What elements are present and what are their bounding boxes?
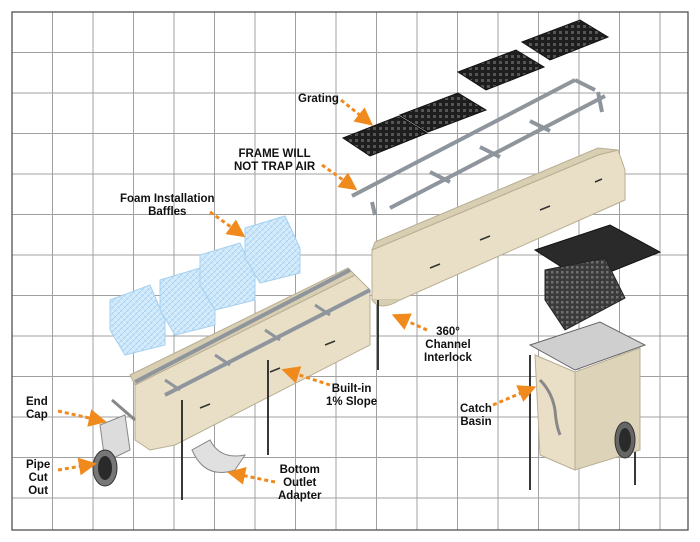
arrow-end-cap: [57, 409, 107, 427]
label-interlock: 360° Channel Interlock: [424, 326, 472, 365]
label-pipe: Pipe Cut Out: [26, 459, 50, 498]
foam-baffles: [109, 215, 301, 356]
label-foam-line: Baffles: [148, 206, 187, 218]
label-pipe-line: Cut: [28, 472, 48, 484]
label-slope-line: 1% Slope: [326, 396, 378, 408]
label-pipe-line: Pipe: [26, 459, 51, 471]
callout-arrows: [57, 98, 537, 485]
label-interlock-line: 360°: [436, 326, 460, 338]
label-grating-line: Grating: [298, 93, 339, 105]
label-grating: Grating: [298, 93, 339, 106]
label-slope: Built-in 1% Slope: [326, 383, 377, 409]
grating-piece: [520, 19, 610, 61]
catch-basin: [528, 224, 662, 471]
arrow-catch-basin: [492, 385, 537, 407]
arrow-grating: [340, 98, 374, 126]
arrow-foam: [209, 210, 246, 238]
grating-piece: [398, 92, 488, 133]
arrow-frame: [321, 163, 358, 191]
label-catch-basin-line: Catch: [460, 403, 492, 415]
upper-channel: [371, 147, 626, 307]
label-end-cap: End Cap: [26, 396, 48, 422]
arrow-pipe: [57, 457, 97, 476]
label-frame-line: FRAME WILL: [238, 148, 311, 160]
label-interlock-line: Interlock: [424, 352, 472, 364]
label-foam-line: Foam Installation: [120, 193, 215, 205]
label-outlet-line: Adapter: [278, 490, 322, 502]
label-slope-line: Built-in: [331, 383, 372, 395]
label-catch-basin-line: Basin: [460, 416, 492, 428]
label-foam: Foam Installation Baffles: [120, 193, 215, 219]
label-frame: FRAME WILL NOT TRAP AIR: [234, 148, 315, 174]
grating-pieces: [341, 19, 610, 157]
label-outlet: Bottom Outlet Adapter: [278, 464, 321, 503]
lower-channel: [129, 267, 371, 451]
arrow-slope: [281, 366, 331, 387]
label-outlet-line: Outlet: [283, 477, 317, 489]
arrow-interlock: [391, 313, 428, 332]
label-frame-line: NOT TRAP AIR: [234, 161, 316, 173]
label-end-cap-line: Cap: [26, 409, 48, 421]
frame-rails: [351, 78, 606, 216]
bottom-outlet-adapter-shape: [191, 439, 247, 473]
diagram-border: [11, 11, 689, 531]
grating-piece: [341, 115, 429, 157]
label-catch-basin: Catch Basin: [460, 403, 492, 429]
label-outlet-line: Bottom: [279, 464, 320, 476]
label-pipe-line: Out: [28, 485, 49, 497]
label-interlock-line: Channel: [425, 339, 471, 351]
label-end-cap-line: End: [26, 396, 48, 408]
grating-piece: [456, 49, 546, 91]
end-cap-assembly: [92, 398, 136, 487]
